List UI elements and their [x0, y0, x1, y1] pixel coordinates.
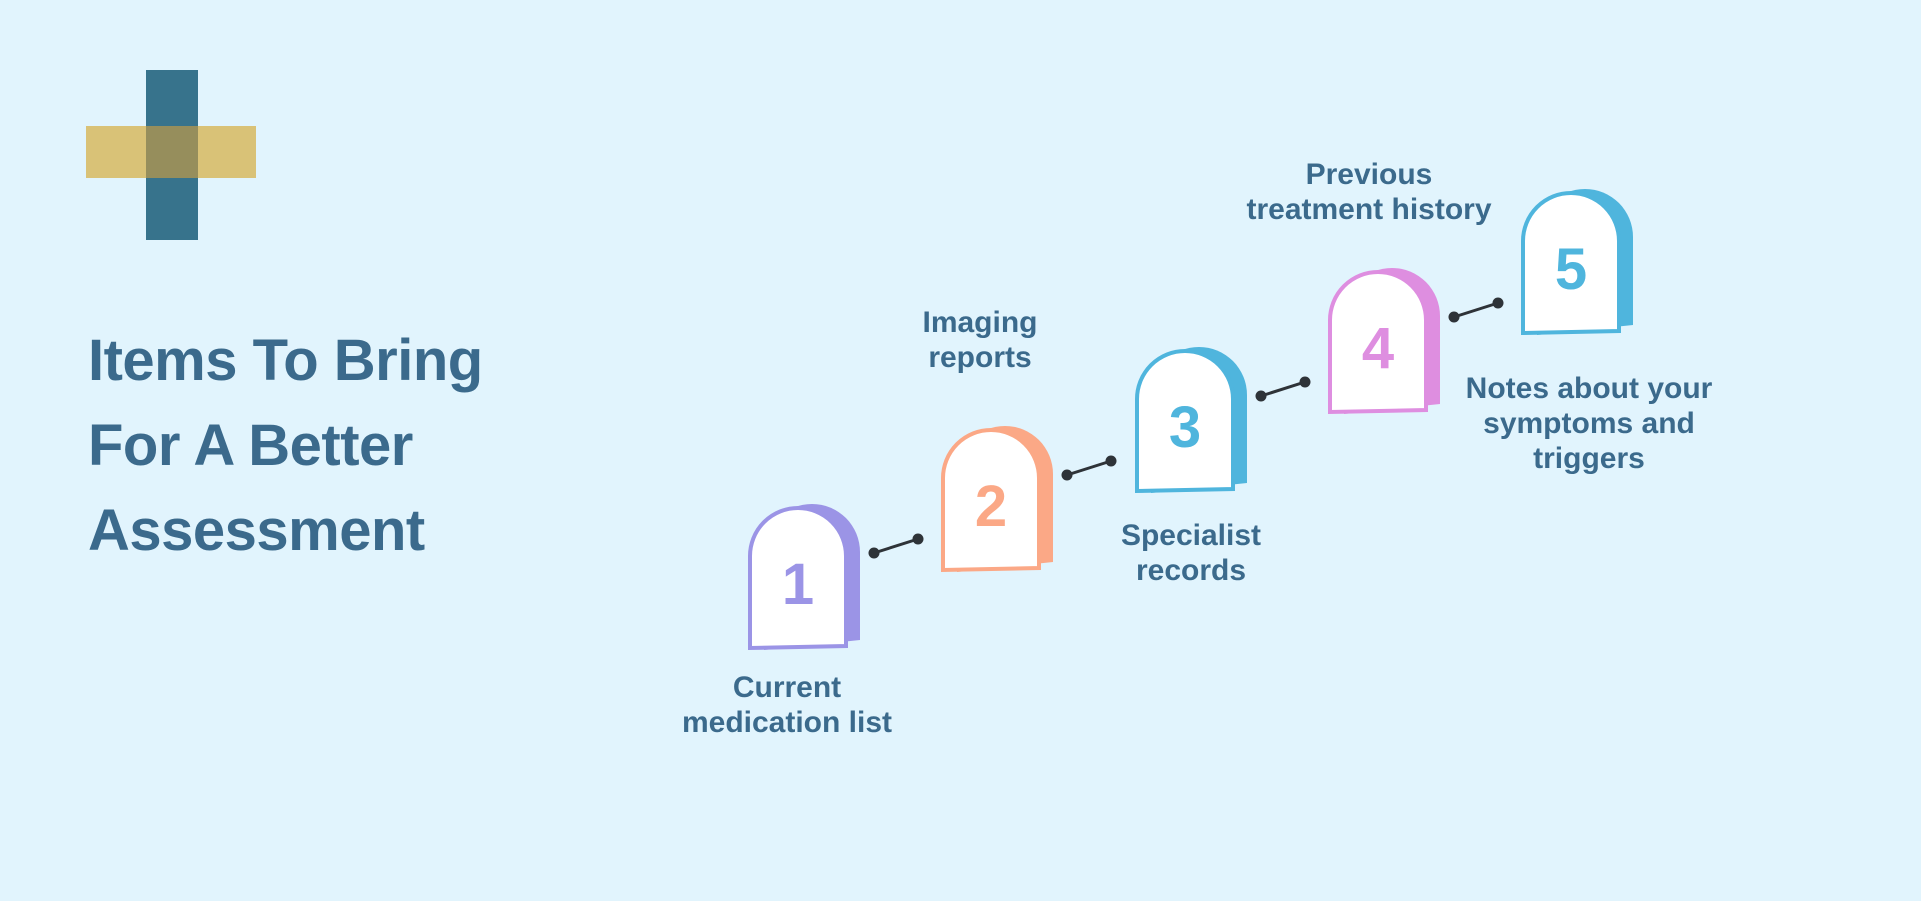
connector: [1061, 455, 1117, 481]
step-number: 3: [1169, 395, 1201, 460]
connector: [868, 533, 924, 559]
step-number: 4: [1362, 316, 1394, 381]
title-line: Assessment: [88, 498, 425, 563]
step-tile-3: 3: [1135, 347, 1247, 494]
page-title: Items To Bring For A Better Assessment: [88, 318, 528, 573]
step-tile-2: 2: [941, 426, 1053, 573]
step-tile-5: 5: [1521, 189, 1633, 336]
connector: [1255, 376, 1311, 402]
step-number: 2: [975, 474, 1007, 539]
step-number: 5: [1555, 237, 1587, 302]
title-line: For A Better: [88, 413, 413, 478]
medical-cross-logo: [86, 70, 256, 240]
step-tile-1: 1: [748, 504, 860, 651]
step-number: 1: [782, 552, 814, 617]
title-line: Items To Bring: [88, 328, 483, 393]
step-tile-4: 4: [1328, 268, 1440, 415]
connector: [1448, 297, 1504, 323]
